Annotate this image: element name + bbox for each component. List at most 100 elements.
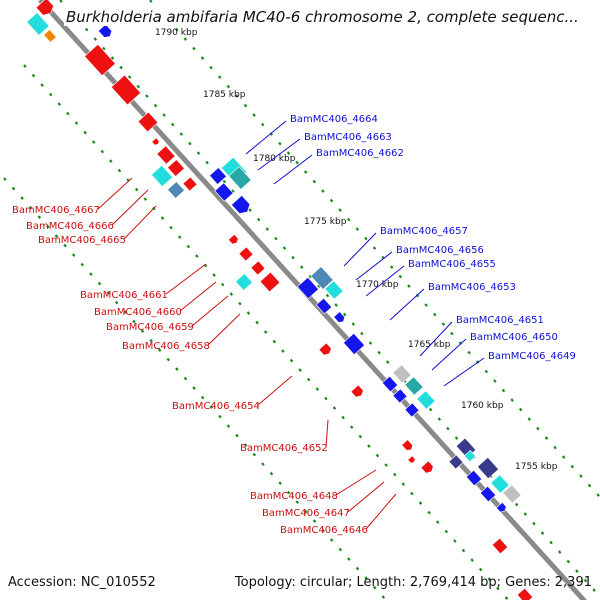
gene-glyph[interactable] [26, 12, 50, 36]
tick-dot [470, 558, 474, 562]
gene-glyph[interactable] [151, 137, 160, 146]
gene-label-plus[interactable]: BamMC406_4649 [488, 351, 576, 362]
gene-glyph[interactable] [463, 449, 477, 463]
gene-glyph[interactable] [35, 0, 56, 18]
gene-glyph[interactable] [182, 176, 198, 192]
tick-dot [381, 595, 386, 599]
gene-label-minus[interactable]: BamMC406_4654 [172, 401, 260, 412]
gene-glyph[interactable] [324, 280, 344, 300]
gene-glyph[interactable] [137, 111, 159, 133]
gene-label-minus[interactable]: BamMC406_4648 [250, 491, 338, 502]
gene-glyph[interactable] [495, 501, 507, 513]
scale-tick-label: 1775 kbp [304, 217, 347, 227]
gene-label-minus[interactable]: BamMC406_4665 [38, 235, 126, 246]
gene-glyph[interactable] [404, 376, 424, 396]
gene-label-plus[interactable]: BamMC406_4651 [456, 315, 544, 326]
gene-glyph[interactable] [502, 484, 522, 504]
gene-glyph[interactable] [110, 74, 142, 106]
tick-dot [281, 349, 285, 353]
gene-label-minus[interactable]: BamMC406_4667 [12, 205, 100, 216]
gene-label-plus[interactable]: BamMC406_4650 [470, 332, 558, 343]
gene-glyph[interactable] [381, 375, 399, 393]
tick-dot [235, 94, 239, 98]
gene-glyph[interactable] [156, 145, 176, 165]
tick-dot [89, 272, 93, 276]
gene-glyph[interactable] [235, 273, 253, 291]
gene-glyph[interactable] [392, 364, 412, 384]
scale-tick-label: 1760 kbp [461, 401, 504, 411]
tick-dot [243, 443, 248, 447]
gene-label-minus[interactable]: BamMC406_4647 [262, 508, 350, 519]
tick-dot [220, 282, 225, 287]
leader-line [365, 265, 405, 297]
gene-label-minus[interactable]: BamMC406_4661 [80, 290, 168, 301]
gene-label-plus[interactable]: BamMC406_4662 [316, 148, 404, 159]
gene-glyph[interactable] [448, 454, 464, 470]
gene-glyph[interactable] [228, 166, 252, 190]
gene-glyph[interactable] [238, 246, 254, 262]
gene-label-plus[interactable]: BamMC406_4656 [396, 245, 484, 256]
gene-glyph[interactable] [84, 43, 116, 77]
gene-glyph[interactable] [167, 181, 185, 199]
gene-glyph[interactable] [420, 460, 435, 475]
tick-dot [518, 407, 523, 412]
tick-dot [238, 301, 242, 306]
leader-line [165, 263, 207, 295]
scale-tick-label: 1780 kbp [253, 154, 296, 164]
tick-dot [31, 73, 36, 78]
leader-line [335, 469, 377, 496]
gene-label-plus[interactable]: BamMC406_4657 [380, 226, 468, 237]
gene-label-plus[interactable]: BamMC406_4655 [408, 259, 496, 270]
gene-glyph[interactable] [477, 456, 499, 480]
gene-glyph[interactable] [310, 266, 334, 290]
gene-glyph[interactable] [479, 485, 497, 503]
tick-dot [226, 84, 231, 89]
tick-dot [321, 189, 325, 193]
tick-dot [407, 284, 411, 288]
gene-glyph[interactable] [404, 402, 420, 418]
gene-label-minus[interactable]: BamMC406_4658 [122, 341, 210, 352]
gene-label-plus[interactable]: BamMC406_4663 [304, 132, 392, 143]
gene-glyph[interactable] [465, 469, 483, 487]
gene-glyph[interactable] [97, 23, 113, 40]
tick-dot [97, 281, 102, 286]
gene-glyph[interactable] [416, 390, 436, 410]
gene-label-plus[interactable]: BamMC406_4664 [290, 114, 378, 125]
tick-dot [557, 550, 562, 554]
gene-label-minus[interactable]: BamMC406_4666 [26, 221, 114, 232]
tick-dot [209, 405, 214, 409]
gene-glyph[interactable] [333, 311, 347, 325]
gene-glyph[interactable] [392, 388, 408, 404]
gene-glyph[interactable] [407, 455, 416, 464]
gene-label-minus[interactable]: BamMC406_4646 [280, 525, 368, 536]
tick-dot [510, 398, 514, 402]
gene-glyph[interactable] [315, 297, 333, 315]
gene-glyph[interactable] [151, 164, 173, 188]
gene-glyph[interactable] [490, 474, 510, 494]
genes-layer [26, 0, 534, 600]
tick-dot [355, 566, 360, 571]
gene-glyph[interactable] [209, 167, 227, 185]
tick-dot [179, 132, 184, 136]
gene-glyph[interactable] [43, 29, 57, 43]
gene-glyph[interactable] [227, 233, 239, 245]
gene-label-minus[interactable]: BamMC406_4660 [94, 307, 182, 318]
gene-glyph[interactable] [214, 182, 234, 202]
gene-glyph[interactable] [491, 537, 509, 555]
tick-dot [312, 179, 317, 184]
tick-dot [209, 65, 213, 70]
gene-glyph[interactable] [297, 276, 319, 300]
gene-glyph[interactable] [259, 271, 281, 293]
gene-label-minus[interactable]: BamMC406_4659 [106, 322, 194, 333]
gene-glyph[interactable] [250, 260, 266, 276]
gene-label-plus[interactable]: BamMC406_4653 [428, 282, 516, 293]
tick-dot [71, 253, 76, 257]
gene-glyph[interactable] [167, 159, 185, 177]
gene-glyph[interactable] [343, 332, 365, 356]
gene-label-minus[interactable]: BamMC406_4652 [240, 443, 328, 454]
gene-glyph[interactable] [401, 439, 415, 453]
gene-glyph[interactable] [318, 342, 333, 357]
gene-glyph[interactable] [350, 384, 365, 399]
gene-glyph[interactable] [231, 194, 252, 216]
tick-dot [306, 377, 311, 382]
